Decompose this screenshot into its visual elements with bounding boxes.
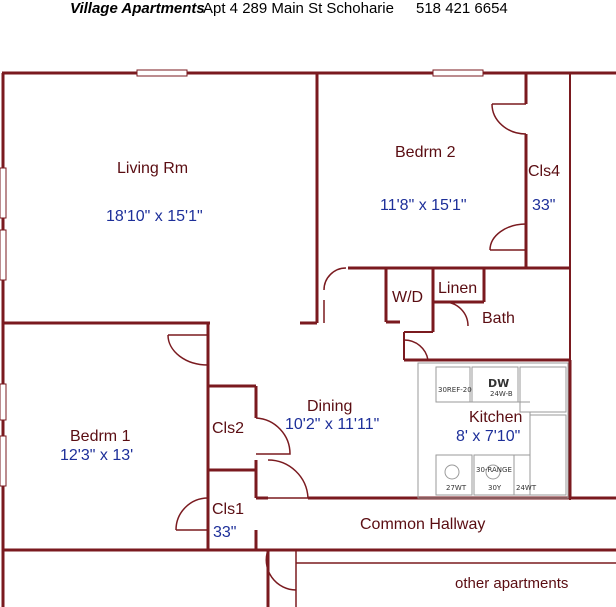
base-cabinet-3: 24WT: [516, 484, 537, 492]
page-title: Village Apartments Apt 4 289 Main St Sch…: [0, 0, 616, 20]
property-phone: 518 421 6654: [416, 0, 508, 17]
kitchen-label: Kitchen: [469, 409, 523, 426]
common-hallway-label: Common Hallway: [360, 516, 486, 533]
closet1-dims: 33": [213, 524, 237, 541]
dishwasher-size: 24W-B: [490, 390, 513, 398]
other-apartments-label: other apartments: [455, 575, 569, 592]
dining-dims: 10'2" x 11'11": [285, 416, 380, 433]
kitchen-cabinets: [417, 362, 569, 499]
bedroom2-label: Bedrm 2: [395, 144, 456, 161]
washer-dryer-label: W/D: [392, 289, 424, 306]
closet4-dims: 33": [532, 197, 556, 214]
property-address: Apt 4 289 Main St Schoharie: [203, 0, 394, 17]
walls: [1, 71, 616, 607]
base-cabinet-1: 27WT: [446, 484, 467, 492]
bedroom1-dims: 12'3" x 13': [60, 447, 134, 464]
bath-label: Bath: [482, 310, 515, 327]
living-room-dims: 18'10" x 15'1": [106, 208, 203, 225]
dining-label: Dining: [307, 398, 353, 415]
closet2-label: Cls2: [212, 420, 245, 437]
linen-closet-label: Linen: [438, 280, 478, 297]
dishwasher-label: DW: [488, 377, 510, 390]
range-label: 30-RANGE: [476, 466, 512, 474]
refrigerator-label: 30REF-20: [438, 386, 472, 394]
property-name: Village Apartments: [70, 0, 205, 17]
closet1-label: Cls1: [212, 501, 245, 518]
doors: [167, 103, 527, 591]
kitchen-dims: 8' x 7'10": [456, 428, 521, 445]
windows: [0, 69, 484, 487]
bedroom2-dims: 11'8" x 15'1": [380, 197, 467, 214]
closet4-label: Cls4: [528, 163, 561, 180]
base-cabinet-2: 30Y: [488, 484, 502, 492]
bedroom1-label: Bedrm 1: [70, 428, 131, 445]
living-room-label: Living Rm: [117, 160, 189, 177]
